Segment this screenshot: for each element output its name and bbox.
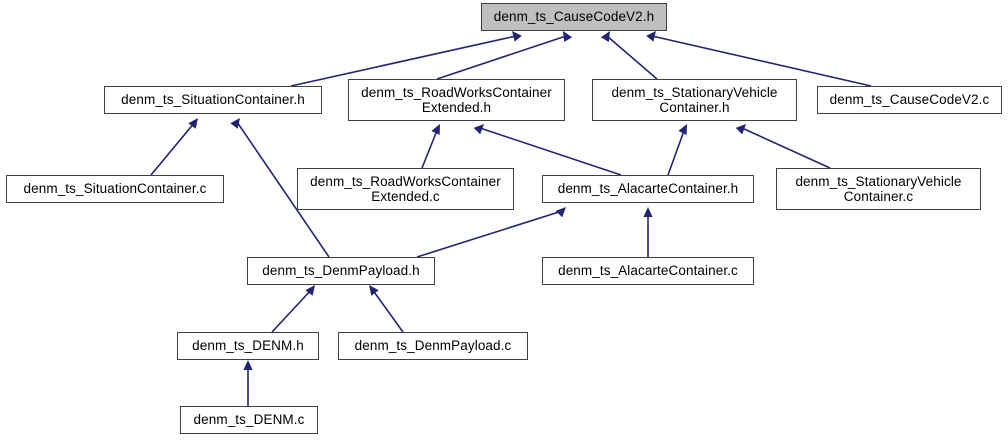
graph-node-label: denm_ts_DENM.h [192,338,304,354]
graph-edge [651,35,872,87]
graph-edge-arrowhead [188,118,198,129]
graph-edge [236,121,330,258]
graph-edge-arrowhead [600,31,610,42]
graph-node-denm_h[interactable]: denm_ts_DENM.h [177,332,319,360]
graph-edge [606,35,658,80]
graph-node-label: denm_ts_DenmPayload.c [354,338,512,354]
graph-node-label: denm_ts_AlacarteContainer.h [557,181,739,197]
graph-node-situationcontainer_h[interactable]: denm_ts_SituationContainer.h [104,86,322,114]
graph-node-denmpayload_c[interactable]: denm_ts_DenmPayload.c [338,332,528,360]
graph-node-label: denm_ts_CauseCodeV2.c [829,92,990,108]
graph-node-label: denm_ts_DenmPayload.h [262,263,420,279]
graph-edge [150,121,196,176]
graph-node-label: denm_ts_RoadWorksContainer Extended.h [361,84,552,115]
graph-edge [741,127,831,169]
graph-edge [421,127,439,169]
graph-node-alacartecontainer_c[interactable]: denm_ts_AlacarteContainer.c [542,257,754,285]
graph-node-roadworkscontainerextended_h[interactable]: denm_ts_RoadWorksContainer Extended.h [348,79,565,121]
graph-node-label: denm_ts_SituationContainer.h [121,92,305,108]
graph-node-roadworkscontainerextended_c[interactable]: denm_ts_RoadWorksContainer Extended.c [297,168,514,210]
graph-edge-arrowhead [305,285,315,296]
graph-node-stationaryvehiclecontainer_c[interactable]: denm_ts_StationaryVehicle Container.c [776,168,981,210]
graph-node-label: denm_ts_StationaryVehicle Container.h [611,84,778,115]
graph-edge [371,288,404,333]
graph-edge-arrowhead [431,124,440,136]
graph-edge-arrowhead [678,124,687,136]
graph-node-situationcontainer_c[interactable]: denm_ts_SituationContainer.c [6,175,224,203]
graph-edge [416,210,563,258]
graph-edge-arrowhead [646,31,656,42]
graph-node-denm_c[interactable]: denm_ts_DENM.c [180,406,318,434]
graph-edge-arrowhead [735,124,746,135]
graph-node-label: denm_ts_StationaryVehicle Container.c [795,173,962,204]
graph-edge [271,288,313,333]
graph-edge-arrowhead [512,31,522,42]
graph-node-causecodev2_c[interactable]: denm_ts_CauseCodeV2.c [817,86,1002,114]
graph-edge [436,35,567,80]
graph-node-label: denm_ts_AlacarteContainer.c [558,263,738,279]
graph-edge-arrowhead [369,285,379,296]
graph-node-label: denm_ts_SituationContainer.c [23,181,207,197]
graph-node-label: denm_ts_DENM.c [193,412,305,428]
graph-edge [667,127,686,176]
graph-node-label: denm_ts_RoadWorksContainer Extended.c [310,173,501,204]
graph-node-alacartecontainer_h[interactable]: denm_ts_AlacarteContainer.h [542,175,754,203]
graph-edge-arrowhead [473,124,484,135]
graph-edge [479,127,622,176]
graph-edge-arrowhead [243,360,253,370]
graph-edge-arrowhead [230,118,240,129]
graph-edge-arrowhead [563,31,573,42]
graph-node-causecodev2_h[interactable]: denm_ts_CauseCodeV2.h [481,3,667,31]
graph-edge-arrowhead [643,207,653,217]
graph-node-denmpayload_h[interactable]: denm_ts_DenmPayload.h [247,257,435,285]
graph-edge-arrowhead [555,207,566,218]
graph-node-stationaryvehiclecontainer_h[interactable]: denm_ts_StationaryVehicle Container.h [592,79,797,121]
graph-node-label: denm_ts_CauseCodeV2.h [493,9,655,25]
graph-edge [290,35,517,87]
